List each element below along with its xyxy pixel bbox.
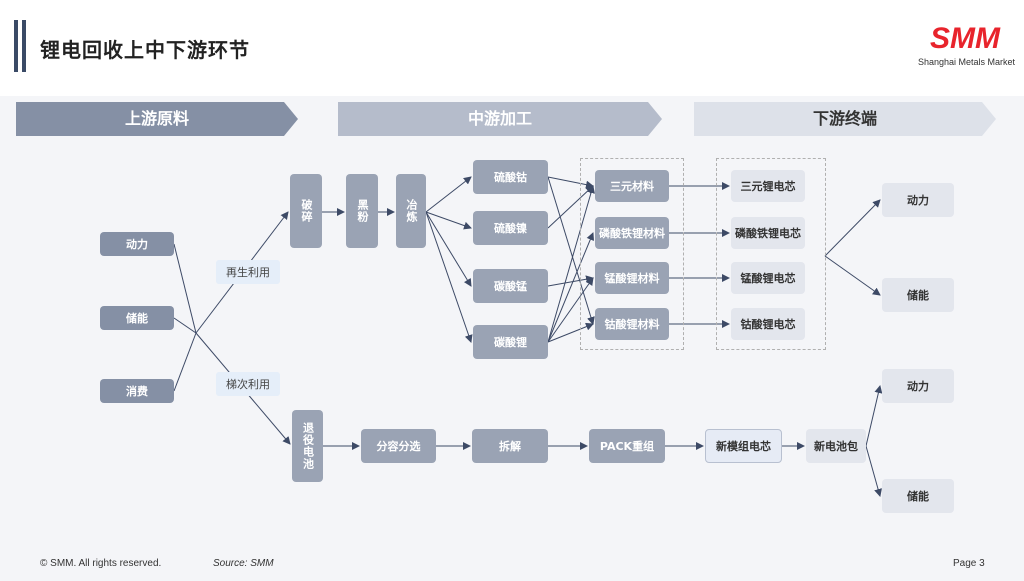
stage-midstream: 中游加工 xyxy=(338,102,662,136)
end-cascade-storage: 储能 xyxy=(882,479,954,513)
cell-lmo: 锰酸锂电芯 xyxy=(731,262,805,294)
cell-lco: 钴酸锂电芯 xyxy=(731,308,805,340)
step-retired-battery: 退役电池 xyxy=(292,410,323,482)
cell-ternary: 三元锂电芯 xyxy=(731,170,805,202)
smm-logo: SMM xyxy=(930,22,1001,52)
diagram-canvas: 上游原料 中游加工 下游终端 xyxy=(0,96,1024,581)
step-pack: PACK重组 xyxy=(589,429,665,463)
stage-midstream-label: 中游加工 xyxy=(467,109,532,128)
logo-subtitle: Shanghai Metals Market xyxy=(918,57,1016,67)
stage-upstream: 上游原料 xyxy=(16,102,298,136)
source-storage: 储能 xyxy=(100,306,174,330)
cell-lfp: 磷酸铁锂电芯 xyxy=(731,217,805,249)
cells-group xyxy=(716,158,826,350)
step-sorting: 分容分选 xyxy=(361,429,436,463)
material-ternary: 三元材料 xyxy=(595,170,669,202)
material-lmo: 锰酸锂材料 xyxy=(595,262,669,294)
stage-downstream: 下游终端 xyxy=(694,102,996,136)
salt-nickel-sulfate: 硫酸镍 xyxy=(473,211,548,245)
footer-page: Page 3 xyxy=(953,558,985,569)
accent-bar xyxy=(22,20,26,72)
footer-source: Source: SMM xyxy=(213,558,274,569)
step-new-pack: 新电池包 xyxy=(806,429,866,463)
salt-lithium-carbonate: 碳酸锂 xyxy=(473,325,548,359)
source-power: 动力 xyxy=(100,232,174,256)
step-smelt: 冶炼 xyxy=(396,174,426,248)
material-lfp: 磷酸铁锂材料 xyxy=(595,217,669,249)
salt-manganese-carbonate: 碳酸锰 xyxy=(473,269,548,303)
end-recycle-power: 动力 xyxy=(882,183,954,217)
route-recycle-label: 再生利用 xyxy=(216,260,280,284)
step-disassembly: 拆解 xyxy=(472,429,548,463)
page-title: 锂电回收上中下游环节 xyxy=(40,38,250,62)
stage-downstream-label: 下游终端 xyxy=(812,109,877,128)
end-recycle-storage: 储能 xyxy=(882,278,954,312)
step-new-module: 新模组电芯 xyxy=(705,429,782,463)
step-black-powder: 黑粉 xyxy=(346,174,378,248)
end-cascade-power: 动力 xyxy=(882,369,954,403)
salt-cobalt-sulfate: 硫酸钴 xyxy=(473,160,548,194)
source-consumer: 消费 xyxy=(100,379,174,403)
step-crush: 破碎 xyxy=(290,174,322,248)
materials-group xyxy=(580,158,684,350)
material-lco: 钴酸锂材料 xyxy=(595,308,669,340)
logo-text: SMM xyxy=(930,22,1001,52)
header: 锂电回收上中下游环节 SMM Shanghai Metals Market xyxy=(0,0,1024,96)
footer-copyright: © SMM. All rights reserved. xyxy=(40,558,162,569)
route-cascade-label: 梯次利用 xyxy=(216,372,280,396)
accent-bar xyxy=(14,20,18,72)
stage-upstream-label: 上游原料 xyxy=(124,109,189,128)
